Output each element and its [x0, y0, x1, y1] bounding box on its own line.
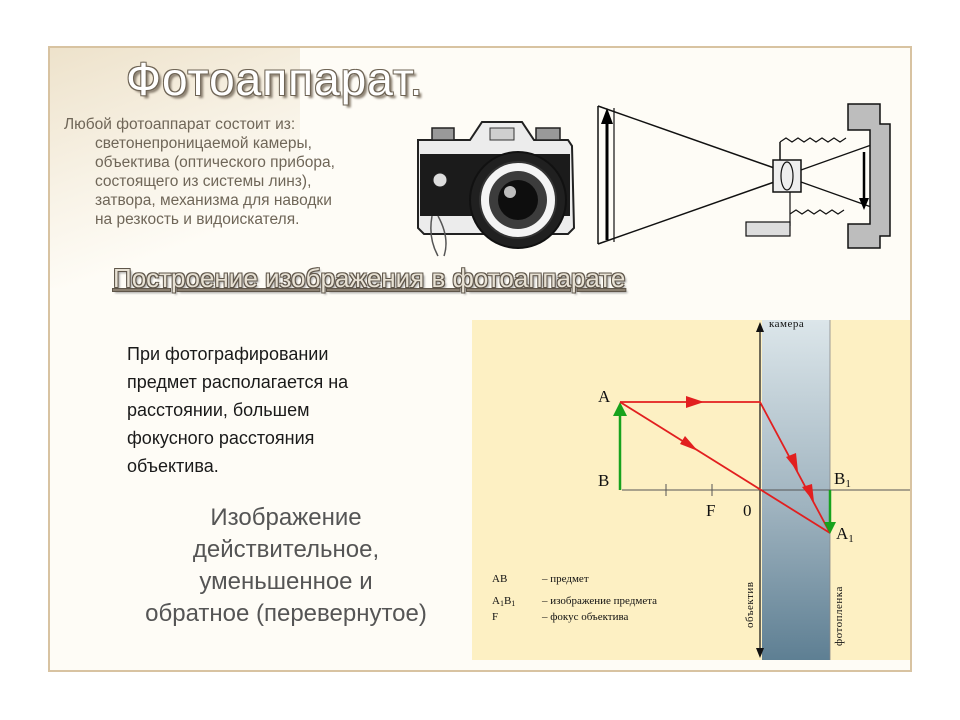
label-a1: A1 [836, 524, 854, 545]
lens-arrow-top-icon [756, 322, 764, 332]
intro-line: светонепроницаемой камеры, [95, 135, 312, 152]
ray-arrow-icon [680, 436, 698, 451]
ray-arrow-icon [786, 453, 798, 472]
description-line: фокусного расстояния [127, 428, 315, 448]
conclusion-line: уменьшенное и [199, 568, 373, 595]
intro-line: объектива (оптического прибора, [95, 154, 335, 171]
conclusion-line: Изображение [210, 504, 362, 531]
object-arrowhead-icon [613, 402, 627, 416]
intro-text: Любой фотоаппарат состоит из: светонепро… [64, 115, 414, 229]
ray-arrow-icon [802, 484, 814, 502]
corner-decoration [50, 48, 300, 288]
intro-line: Любой фотоаппарат состоит из: [64, 116, 296, 133]
conclusion-line: действительное, [192, 536, 380, 563]
conclusion-text: Изображение действительное, уменьшенное … [96, 502, 476, 630]
legend-desc: – предмет [541, 573, 589, 585]
legend: AB – предмет A1B1 – изображение предмета… [492, 573, 657, 623]
label-zero: 0 [743, 501, 752, 520]
intro-line: затвора, механизма для наводки [95, 192, 332, 209]
legend-key: A1B1 [492, 595, 515, 608]
intro-line: на резкость и видоискателя. [95, 211, 300, 228]
section-subtitle: Построение изображения в фотоаппарате [113, 263, 626, 293]
conclusion-line: обратное (перевернутое) [145, 600, 427, 627]
description-line: объектива. [127, 456, 219, 476]
description-line: При фотографировании [127, 344, 329, 364]
ray-center [619, 401, 831, 534]
legend-key: AB [492, 573, 507, 585]
label-film: фотопленка [833, 586, 845, 646]
lens-arrow-bottom-icon [756, 648, 764, 658]
image-arrowhead-icon [824, 522, 836, 534]
label-b1: B1 [834, 469, 851, 490]
label-a: A [598, 387, 611, 406]
slide-title: Фотоаппарат. [126, 53, 424, 105]
ray-arrow-icon [686, 396, 704, 408]
label-b: B [598, 471, 609, 490]
label-f: F [706, 501, 715, 520]
description-line: расстоянии, большем [127, 400, 310, 420]
intro-line: состоящего из системы линз), [95, 173, 312, 190]
legend-key: F [492, 611, 498, 623]
label-camera: камера [769, 320, 804, 330]
description-line: предмет располагается на [127, 372, 349, 392]
camera-schematic [597, 103, 891, 249]
description-text: При фотографировании предмет располагает… [127, 340, 447, 480]
legend-desc: – фокус объектива [541, 611, 629, 623]
camera-photo [417, 121, 576, 257]
label-lens: объектив [744, 582, 756, 628]
ray-diagram: A B F 0 B1 A1 камера объектив фотопленка… [472, 320, 910, 660]
legend-desc: – изображение предмета [541, 595, 657, 607]
